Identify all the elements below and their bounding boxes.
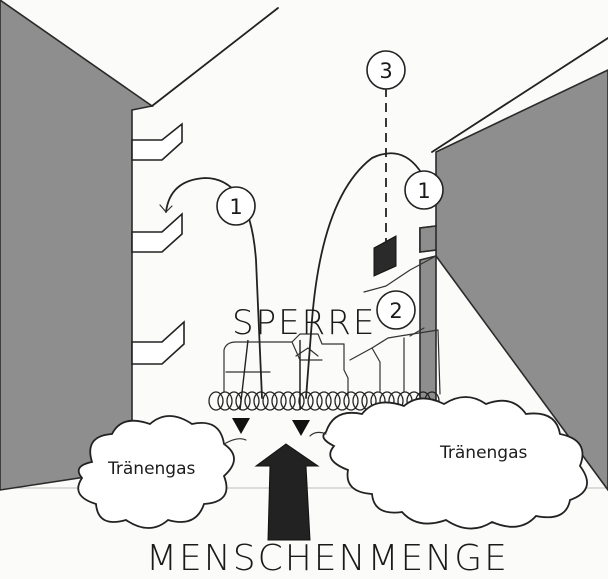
wire-loop: [353, 392, 367, 410]
wire-loop: [344, 392, 358, 410]
left-building: [0, 0, 278, 490]
wire-loop: [218, 392, 232, 410]
wire-loop: [209, 392, 223, 410]
crowd-arrow: [256, 444, 318, 540]
wire-loop: [263, 392, 277, 410]
wire-loop: [335, 392, 349, 410]
arrow-line-left: [240, 340, 248, 410]
wire-loop: [308, 392, 322, 410]
wire-loop: [290, 392, 304, 410]
left-ledge-middle: [132, 214, 182, 252]
wire-loop: [326, 392, 340, 410]
wire-loop: [281, 392, 295, 410]
arrow-head-right: [292, 420, 310, 436]
left-ledge-bottom: [132, 322, 184, 364]
wire-loop: [227, 392, 241, 410]
svg-text:3: 3: [379, 59, 392, 83]
wire-loop: [245, 392, 259, 410]
label-menschenmenge: MENSCHENMENGE: [146, 538, 509, 579]
marker-1-left: 1: [217, 187, 255, 225]
left-ledge-top: [132, 124, 182, 160]
marker-2: 2: [377, 291, 415, 329]
wire-loop: [236, 392, 250, 410]
label-teargas-left: Tränengas: [107, 459, 196, 479]
wire-loop: [317, 392, 331, 410]
object-marker-3: [374, 236, 396, 276]
marker-3: 3: [367, 51, 405, 89]
arrow-head-left: [232, 418, 250, 434]
wire-loop: [272, 392, 286, 410]
svg-text:1: 1: [229, 195, 242, 219]
label-sperre: SPERRE: [232, 303, 376, 343]
marker-1-right: 1: [405, 171, 443, 209]
svg-text:2: 2: [389, 299, 402, 323]
teargas-left-trail: [224, 439, 246, 444]
svg-text:1: 1: [417, 179, 430, 203]
label-teargas-right: Tränengas: [439, 443, 528, 463]
